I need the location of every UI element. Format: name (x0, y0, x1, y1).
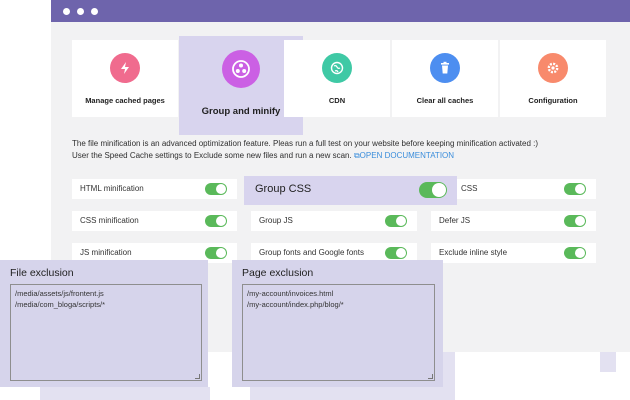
card-label: CDN (328, 96, 346, 105)
card-label: Configuration (528, 96, 578, 105)
window-dot-icon[interactable] (77, 8, 84, 15)
option-label: Group fonts and Google fonts (259, 248, 364, 257)
option-label: Defer JS (439, 216, 471, 225)
option-exclude-inline-style: Exclude inline style (431, 243, 596, 263)
page-exclusion-panel: Page exclusion /my-account/invoices.html… (232, 260, 443, 387)
group-css-toggle[interactable] (419, 182, 447, 198)
card-manage-cached-pages[interactable]: Manage cached pages (72, 40, 178, 117)
page-panel-shadow-bottom (250, 387, 455, 400)
option-label: Exclude inline style (439, 248, 508, 257)
trash-icon (430, 53, 460, 83)
page-exclusion-line: /my-account/index.php/blog/* (247, 300, 344, 309)
option-css-minification: CSS minification (72, 211, 237, 231)
option-group-fonts: Group fonts and Google fonts (251, 243, 417, 263)
open-documentation-label: OPEN DOCUMENTATION (359, 151, 455, 160)
circles-icon (222, 50, 260, 88)
css-minification-toggle[interactable] (205, 215, 227, 227)
window-dot-icon[interactable] (91, 8, 98, 15)
file-panel-shadow (40, 387, 210, 400)
description-line-1: The file minification is an advanced opt… (72, 139, 539, 148)
option-defer-js: Defer JS (431, 211, 596, 231)
defer-js-toggle[interactable] (564, 215, 586, 227)
card-clear-all-caches[interactable]: Clear all caches (392, 40, 498, 117)
file-exclusion-line: /media/assets/js/frontent.js (15, 289, 104, 298)
html-minification-toggle[interactable] (205, 183, 227, 195)
card-label: Clear all caches (416, 96, 474, 105)
option-label: Group JS (259, 216, 293, 225)
group-fonts-toggle[interactable] (385, 247, 407, 259)
file-exclusion-title: File exclusion (10, 267, 74, 279)
card-label: Group and minify (201, 106, 281, 117)
option-html-minification: HTML minification (72, 179, 237, 199)
card-configuration[interactable]: Configuration (500, 40, 606, 117)
card-cdn[interactable]: CDN (284, 40, 390, 117)
lightning-icon (110, 53, 140, 83)
gear-icon (538, 53, 568, 83)
window-shadow (600, 350, 616, 372)
exclude-inline-style-toggle[interactable] (564, 247, 586, 259)
option-label: CSS minification (80, 216, 139, 225)
option-css: CSS (457, 179, 596, 199)
external-link-icon: ⧉ (353, 151, 360, 160)
file-exclusion-panel: File exclusion /media/assets/js/frontent… (0, 260, 208, 387)
card-group-and-minify[interactable]: Group and minify (179, 36, 303, 135)
option-label: HTML minification (80, 184, 144, 193)
card-label: Manage cached pages (85, 96, 165, 105)
resize-handle-icon[interactable] (195, 374, 200, 379)
css-toggle[interactable] (564, 183, 586, 195)
option-group-css: Group CSS (244, 176, 457, 205)
file-exclusion-textarea[interactable]: /media/assets/js/frontent.js /media/com_… (10, 284, 202, 381)
page-exclusion-line: /my-account/invoices.html (247, 289, 334, 298)
option-js-minification: JS minification (72, 243, 237, 263)
description-text: User the Speed Cache settings to Exclude… (72, 151, 352, 160)
option-group-js: Group JS (251, 211, 417, 231)
page-exclusion-textarea[interactable]: /my-account/invoices.html /my-account/in… (242, 284, 435, 381)
resize-handle-icon[interactable] (428, 374, 433, 379)
globe-icon (322, 53, 352, 83)
option-label: CSS (461, 184, 478, 193)
option-label: JS minification (80, 248, 132, 257)
title-bar (51, 0, 630, 22)
page-exclusion-title: Page exclusion (242, 267, 314, 279)
group-js-toggle[interactable] (385, 215, 407, 227)
open-documentation-link[interactable]: ⧉OPEN DOCUMENTATION (354, 151, 454, 160)
description-line-2: User the Speed Cache settings to Exclude… (72, 151, 630, 161)
js-minification-toggle[interactable] (205, 247, 227, 259)
window-dot-icon[interactable] (63, 8, 70, 15)
file-exclusion-line: /media/com_bloga/scripts/* (15, 300, 106, 309)
option-label: Group CSS (255, 183, 312, 195)
